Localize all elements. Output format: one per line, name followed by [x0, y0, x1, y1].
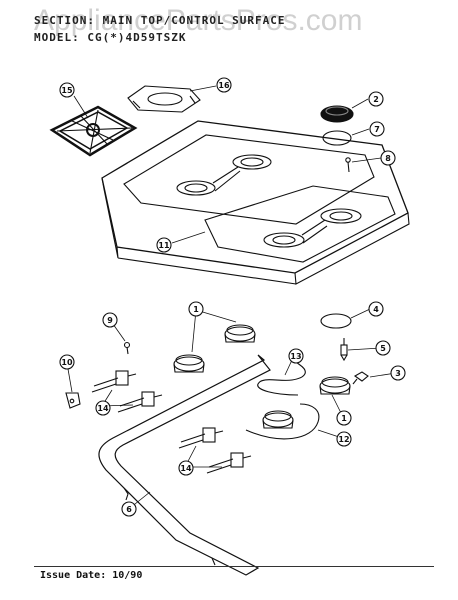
grate-support: [127, 85, 201, 113]
svg-text:8: 8: [385, 154, 391, 163]
callout-7: 7: [369, 121, 385, 137]
svg-text:1: 1: [341, 414, 347, 423]
svg-text:15: 15: [61, 86, 73, 95]
callout-8: 8: [380, 150, 396, 166]
callout-2: 2: [368, 91, 384, 107]
burner-ring: [320, 313, 352, 329]
callout-1a: 1: [188, 301, 204, 317]
svg-text:5: 5: [380, 344, 386, 353]
svg-text:1: 1: [193, 305, 199, 314]
svg-text:3: 3: [395, 369, 401, 378]
svg-text:14: 14: [180, 464, 192, 473]
callout-13: 13: [288, 348, 304, 364]
section-title: SECTION: MAIN TOP/CONTROL SURFACE: [34, 14, 286, 27]
callout-10: 10: [59, 354, 75, 370]
svg-text:14: 14: [97, 404, 109, 413]
svg-text:16: 16: [218, 81, 230, 90]
footer-divider: [34, 566, 434, 567]
callout-11: 11: [156, 237, 172, 253]
svg-text:10: 10: [61, 358, 73, 367]
callout-15: 15: [59, 82, 75, 98]
callout-12: 12: [336, 431, 352, 447]
svg-text:7: 7: [374, 125, 380, 134]
svg-text:12: 12: [338, 435, 349, 444]
svg-text:2: 2: [373, 95, 379, 104]
callout-6: 6: [121, 501, 137, 517]
main-top: [101, 120, 410, 285]
burner-cap: [320, 105, 354, 123]
screw: [345, 157, 351, 173]
svg-text:6: 6: [126, 505, 132, 514]
bracket: [65, 392, 81, 409]
svg-text:4: 4: [373, 305, 379, 314]
callout-9: 9: [102, 312, 118, 328]
burner: [173, 324, 351, 429]
manifold: [98, 354, 271, 576]
gasket-ring: [322, 130, 352, 146]
svg-text:9: 9: [107, 316, 113, 325]
clip: [352, 371, 369, 385]
callout-3: 3: [390, 365, 406, 381]
svg-text:13: 13: [290, 352, 301, 361]
callout-16: 16: [216, 77, 232, 93]
callout-14a: 14: [95, 400, 111, 416]
gas-valve: [91, 370, 252, 474]
model-number: MODEL: CG(*)4D59TSZK: [34, 31, 187, 44]
issue-date: Issue Date: 10/90: [40, 570, 143, 581]
svg-text:11: 11: [158, 241, 170, 250]
callout-4: 4: [368, 301, 384, 317]
electrode: [340, 338, 348, 362]
burner-grate: [49, 105, 138, 157]
callout-5: 5: [375, 340, 391, 356]
screw-small: [123, 341, 131, 355]
gas-tube: [257, 361, 306, 396]
callout-1b: 1: [336, 410, 352, 426]
callout-14b: 14: [178, 460, 194, 476]
